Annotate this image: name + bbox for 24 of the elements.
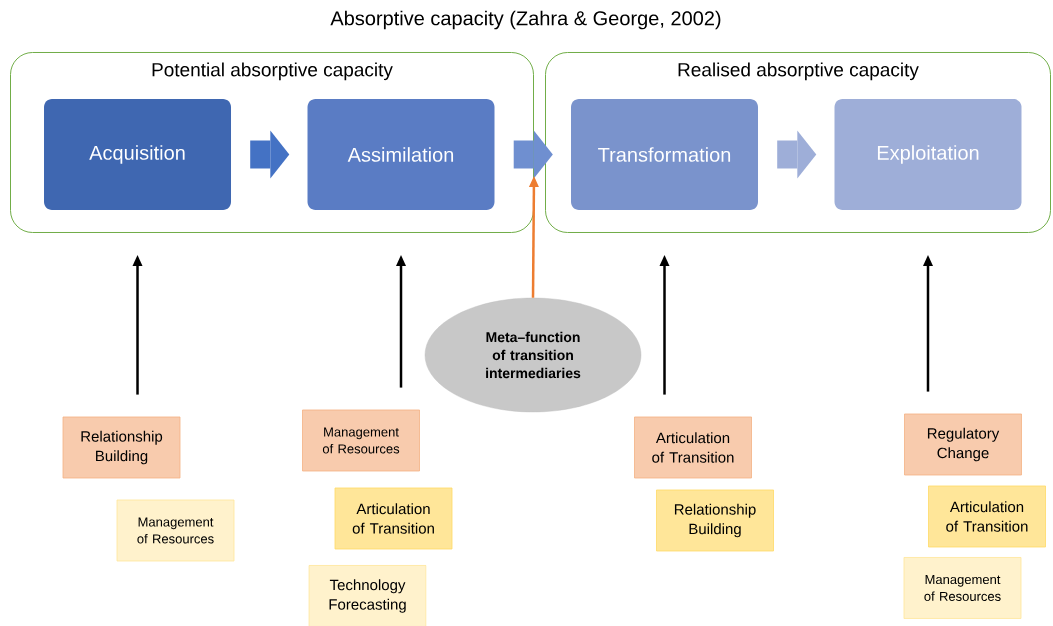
arrow — [777, 130, 817, 179]
ellipse-node: Meta–function of transition intermediaries — [424, 297, 642, 413]
stage-box: Assimilation — [307, 99, 495, 210]
arrow — [513, 130, 553, 179]
sticky-note: Technology Forecasting — [308, 565, 427, 626]
stage-box: Exploitation — [834, 99, 1022, 210]
sticky-note: Articulation of Transition — [928, 485, 1046, 548]
arrow — [132, 255, 143, 395]
arrow — [659, 255, 670, 395]
sticky-note: Management of Resources — [903, 557, 1022, 619]
arrow — [528, 176, 539, 298]
sticky-note: Management of Resources — [116, 499, 235, 562]
sticky-note: Management of Resources — [302, 409, 420, 472]
stage-box: Transformation — [571, 99, 758, 210]
arrow — [396, 255, 406, 388]
sticky-note: Articulation of Transition — [634, 416, 752, 479]
arrow — [250, 130, 290, 179]
sticky-note: Relationship Building — [62, 416, 181, 479]
stage-box: Acquisition — [44, 99, 231, 210]
arrow — [923, 255, 933, 392]
sticky-note: Articulation of Transition — [334, 487, 453, 550]
sticky-note: Regulatory Change — [904, 413, 1022, 476]
title: Absorptive capacity (Zahra & George, 2002) — [330, 10, 721, 30]
sticky-note: Relationship Building — [656, 489, 774, 552]
